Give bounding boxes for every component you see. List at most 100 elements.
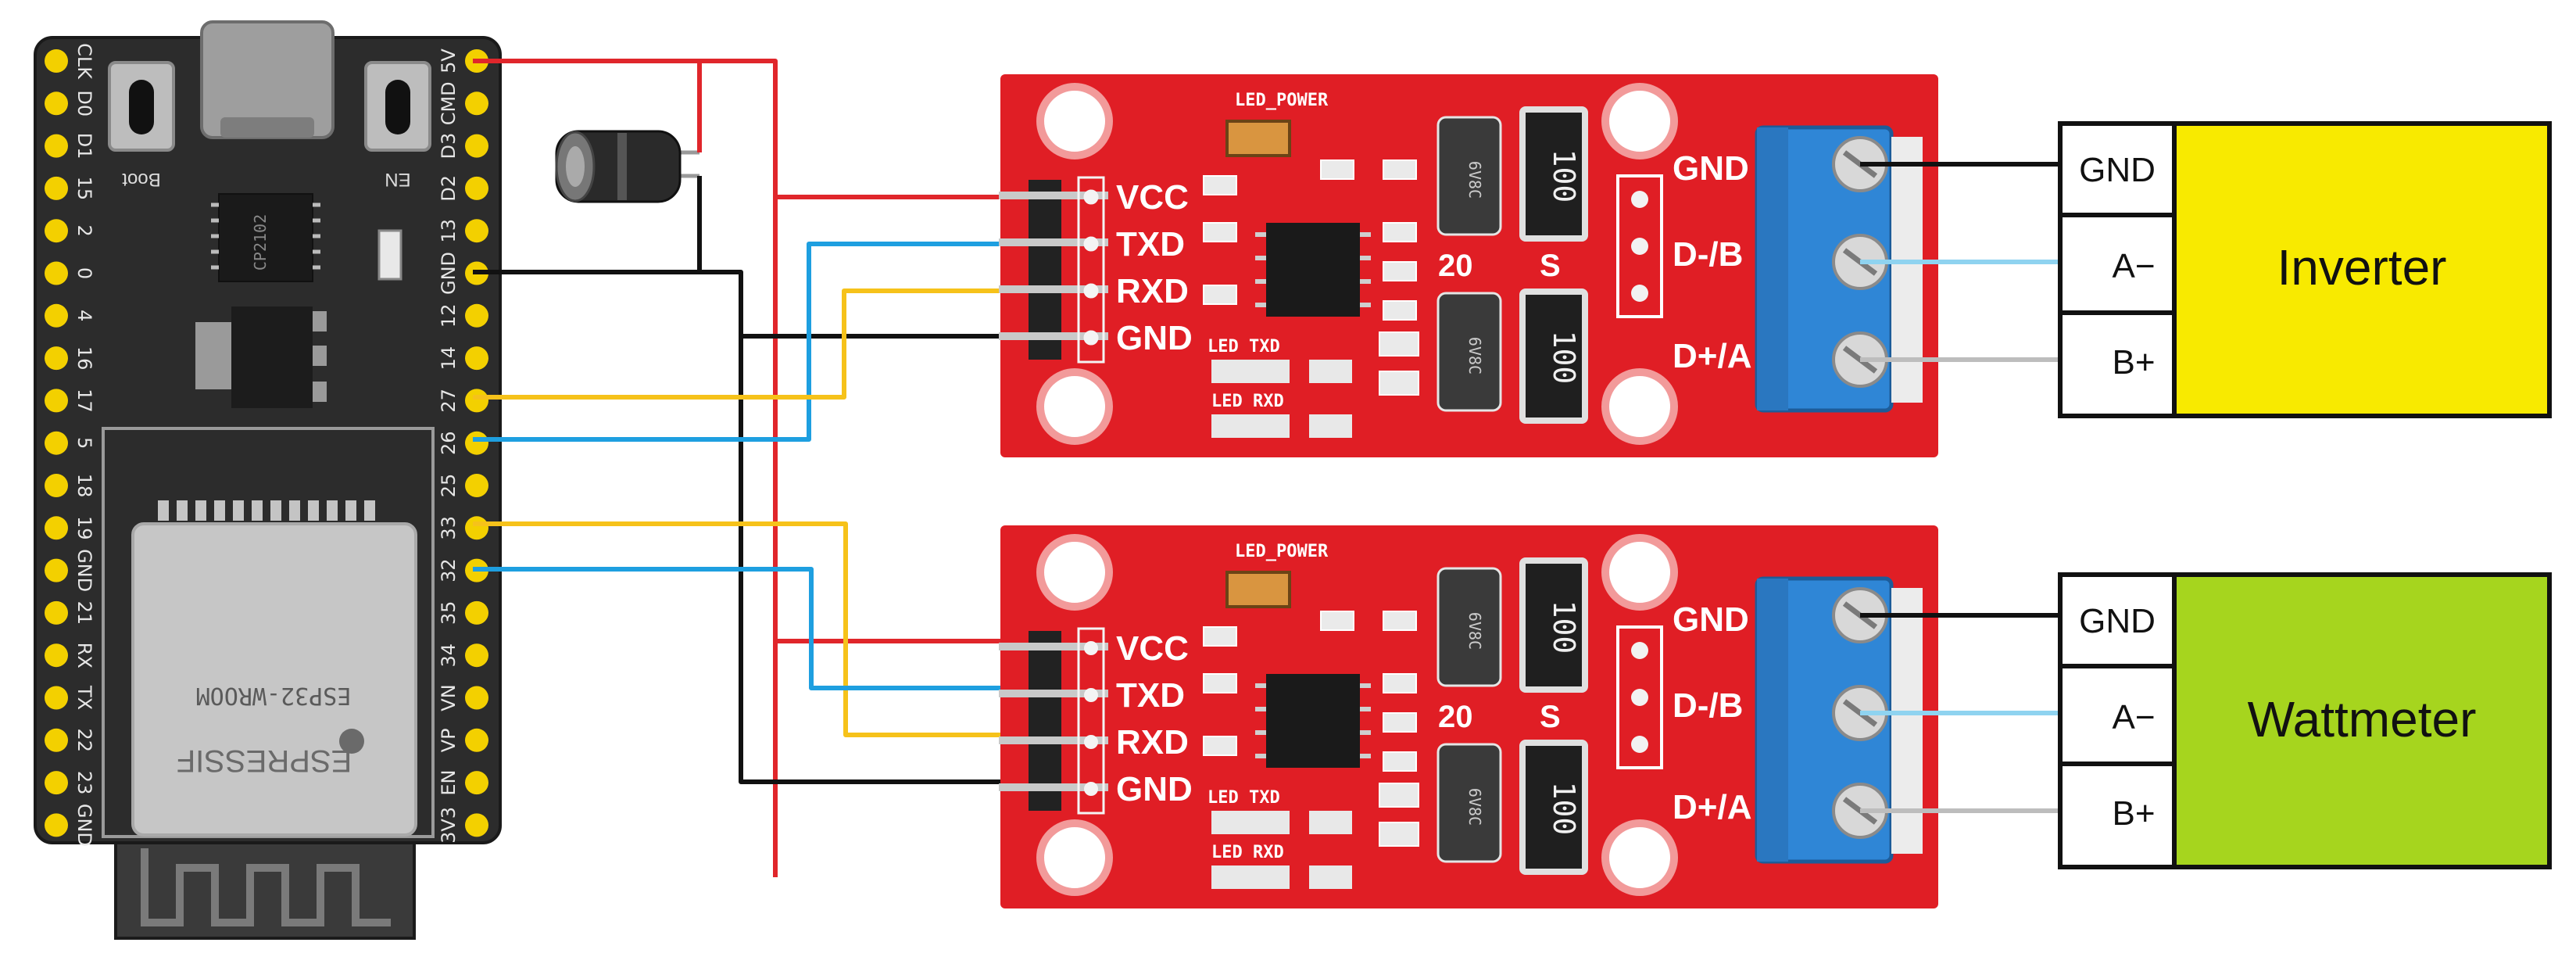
esp32-pin-left[interactable] xyxy=(45,728,68,752)
esp32-pin-right[interactable] xyxy=(465,431,488,455)
espressif-logo-icon xyxy=(339,729,364,754)
esp32-pin-left[interactable] xyxy=(45,600,68,625)
esp32-pin-left[interactable] xyxy=(45,176,68,200)
esp32-pin-right[interactable] xyxy=(465,346,488,371)
terminal-db-label: D-/B xyxy=(1673,235,1743,274)
esp32-pin-label: D3 xyxy=(438,133,460,159)
esp32-pin-right[interactable] xyxy=(465,389,488,413)
esp32-pin-left[interactable] xyxy=(45,474,68,497)
esp32-pin-label: 12 xyxy=(438,304,460,328)
esp32-pin-label: 4 xyxy=(73,310,95,321)
terminal-gnd-label: GND xyxy=(1673,149,1749,188)
esp32-pin-label: 23 xyxy=(73,771,95,795)
code-label: 20 xyxy=(1438,700,1473,734)
esp32-pin-right[interactable] xyxy=(465,643,488,668)
terminal-gnd-label: GND xyxy=(1673,600,1749,639)
pin-header xyxy=(1029,180,1061,360)
esp32-pin-label: 35 xyxy=(438,601,460,625)
rs485-module-2: VCC TXD RXD GND LED_POWER LED TXD LED RX… xyxy=(999,525,1938,908)
led-power-label: LED_POWER xyxy=(1235,542,1329,561)
esp32-pin-right[interactable] xyxy=(465,516,488,540)
voltage-regulator xyxy=(231,306,313,408)
inverter-box xyxy=(2172,121,2552,418)
resistor-label: 100 xyxy=(1547,782,1581,836)
inverter-device: GND A− B+ Inverter xyxy=(2058,121,2552,418)
en-label: EN xyxy=(385,169,410,190)
esp32-pin-right[interactable] xyxy=(465,474,488,497)
esp32-pin-label: VN xyxy=(438,684,460,711)
esp32-pin-left[interactable] xyxy=(45,558,68,582)
esp32-pin-left[interactable] xyxy=(45,643,68,668)
esp32-pin-label: 3V3 xyxy=(438,807,460,844)
tvs-diode-1 xyxy=(1436,567,1502,687)
inverter-gnd-label: GND xyxy=(2079,151,2156,189)
esp32-pin-left[interactable] xyxy=(45,49,68,73)
esp32-pin-right[interactable] xyxy=(465,686,488,710)
jumper-pads xyxy=(1616,625,1663,769)
esp32-pin-right[interactable] xyxy=(465,813,488,837)
wire-rx-2 xyxy=(473,521,1107,737)
smd-ic xyxy=(1266,223,1360,317)
esp32-pin-label: 0 xyxy=(73,267,95,279)
terminal-da-label: D+/A xyxy=(1673,788,1751,826)
esp32-pin-left[interactable] xyxy=(45,771,68,795)
wattmeter-b-label: B+ xyxy=(2112,794,2155,833)
inverter-terminal-block xyxy=(2058,121,2177,418)
code-label: 20 xyxy=(1438,249,1473,283)
esp32-pin-left[interactable] xyxy=(45,516,68,540)
esp32-pin-label: 5V xyxy=(438,48,460,73)
esp32-pin-right[interactable] xyxy=(465,728,488,752)
esp32-pin-right[interactable] xyxy=(465,771,488,795)
esp32-pin-label: 26 xyxy=(438,431,460,455)
wire-tx-1 xyxy=(473,242,1107,442)
esp32-pin-label: 5 xyxy=(73,437,95,449)
esp32-pin-left[interactable] xyxy=(45,134,68,158)
led-rxd-label: LED RXD xyxy=(1211,843,1284,862)
led-txd-label: LED TXD xyxy=(1208,788,1280,808)
esp32-pin-label: GND xyxy=(73,804,95,847)
s-mark-label: S xyxy=(1540,700,1561,734)
wattmeter-box xyxy=(2172,572,2552,869)
wire-rx-1 xyxy=(473,288,1107,400)
resistor-label: 100 xyxy=(1547,331,1581,385)
led-rxd-label: LED RXD xyxy=(1211,392,1284,411)
esp32-pin-label: GND xyxy=(73,549,95,592)
esp32-pin-label: D0 xyxy=(73,90,95,116)
esp32-pin-label: TX xyxy=(73,685,95,710)
esp32-pin-label: 33 xyxy=(438,516,460,540)
inverter-name: Inverter xyxy=(2277,239,2447,296)
esp32-pin-right[interactable] xyxy=(465,219,488,243)
esp32-pin-left[interactable] xyxy=(45,91,68,116)
esp32-pin-right[interactable] xyxy=(465,176,488,200)
pin-txd-label: TXD xyxy=(1116,676,1185,715)
esp32-pin-right[interactable] xyxy=(465,91,488,116)
resistor-label: 100 xyxy=(1547,600,1581,654)
smd-led xyxy=(377,229,402,281)
esp32-pin-label: D1 xyxy=(73,133,95,159)
esp32-pin-left[interactable] xyxy=(45,389,68,413)
esp32-pin-right[interactable] xyxy=(465,134,488,158)
diode-label: 6V8C xyxy=(1465,161,1484,199)
esp32-pin-left[interactable] xyxy=(45,303,68,328)
cp2102-chip xyxy=(218,193,313,282)
esp32-pin-left[interactable] xyxy=(45,219,68,243)
esp32-pin-left[interactable] xyxy=(45,686,68,710)
esp32-pin-label: 19 xyxy=(73,516,95,540)
smd-ic xyxy=(1266,674,1360,768)
cp2102-label: CP2102 xyxy=(251,214,270,271)
rs485-module-1: VCC TXD RXD GND LED_POWER LED TXD LED RX… xyxy=(999,74,1938,457)
esp32-pin-right[interactable] xyxy=(465,303,488,328)
antenna-trace-icon xyxy=(141,848,391,926)
esp32-pin-label: 34 xyxy=(438,643,460,668)
pin-gnd-label: GND xyxy=(1116,770,1193,808)
wattmeter-name: Wattmeter xyxy=(2248,691,2477,747)
s-mark-label: S xyxy=(1540,249,1561,283)
esp32-pin-left[interactable] xyxy=(45,261,68,285)
esp32-pin-left[interactable] xyxy=(45,431,68,455)
esp32-pin-right[interactable] xyxy=(465,600,488,625)
esp32-pin-label: 22 xyxy=(73,729,95,753)
esp32-pin-left[interactable] xyxy=(45,813,68,837)
pin-rxd-label: RXD xyxy=(1116,272,1189,310)
esp32-pin-left[interactable] xyxy=(45,346,68,371)
